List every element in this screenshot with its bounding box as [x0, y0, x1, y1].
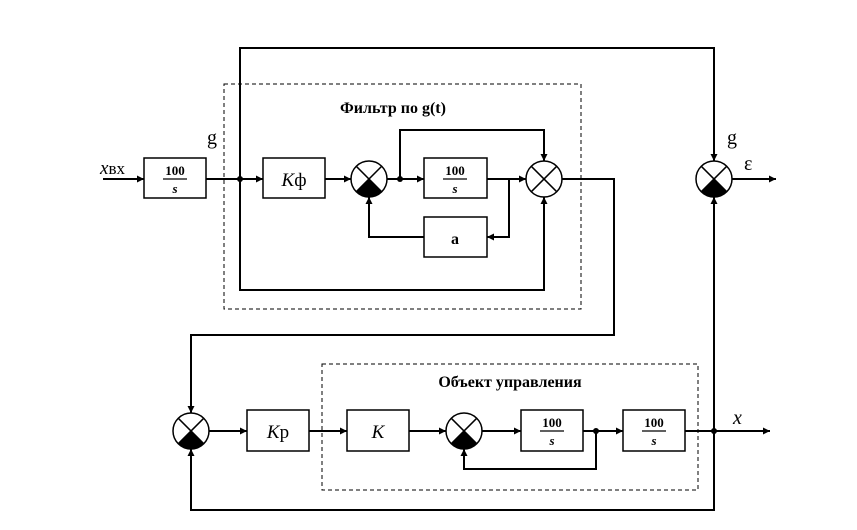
kf-label: Kф	[281, 170, 307, 191]
junction-dots	[237, 176, 717, 434]
k-block	[346, 409, 410, 452]
summing-junction-4	[172, 412, 210, 450]
object-integrator-2-den: s	[650, 433, 656, 448]
filter-integrator-block	[423, 157, 488, 199]
object-integrator-2-num: 100	[644, 415, 664, 430]
k-label: K	[371, 422, 386, 443]
object-integrator-1-num: 100	[542, 415, 562, 430]
object-frame	[321, 363, 699, 491]
summing-junction-5	[445, 412, 483, 450]
g-label-left: g	[207, 127, 217, 149]
object-integrator-1-den: s	[548, 433, 554, 448]
input-integrator-den: s	[171, 181, 177, 196]
summing-junction-3	[695, 160, 733, 198]
a-label: a	[451, 231, 459, 248]
filter-title: Фильтр по g(t)	[340, 100, 446, 117]
g-label-right: g	[727, 127, 737, 149]
input-label: xвх	[99, 158, 125, 179]
filter-integrator-num: 100	[445, 163, 465, 178]
epsilon-label: ε	[744, 153, 752, 175]
object-title: Объект управления	[438, 374, 582, 391]
a-block	[423, 216, 488, 258]
filter-frame	[223, 83, 582, 310]
filter-integrator-den: s	[451, 181, 457, 196]
input-integrator-num: 100	[165, 163, 185, 178]
input-integrator-block	[143, 157, 207, 199]
output-x-label: x	[732, 407, 742, 429]
kf-block	[262, 157, 326, 199]
summing-junction-1	[350, 160, 388, 198]
connection-lines	[103, 47, 776, 511]
kp-block	[246, 409, 310, 452]
kp-label: Kр	[266, 422, 289, 443]
summing-junction-2	[525, 160, 563, 198]
